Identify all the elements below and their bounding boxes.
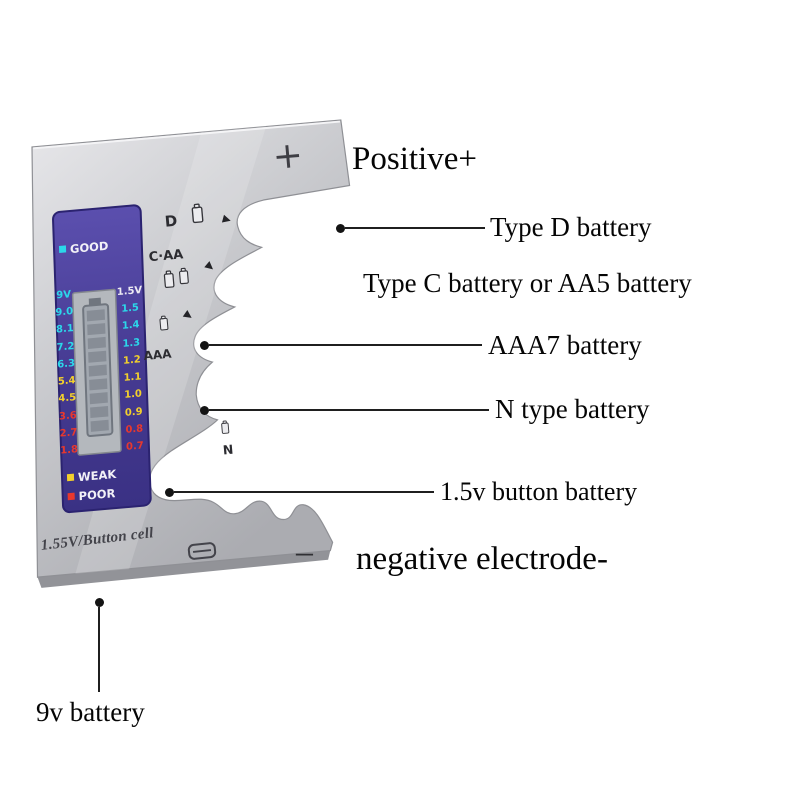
callout-n-type-dot xyxy=(200,406,209,415)
scale-value: 2.7 xyxy=(59,427,77,440)
callout-type-c-label: Type C battery or AA5 battery xyxy=(363,268,692,298)
weak-swatch xyxy=(66,473,75,482)
arrow-icon-c-aa xyxy=(204,261,214,270)
button-cell-icon xyxy=(187,541,217,561)
positive-mark: + xyxy=(271,135,305,178)
callout-aaa7-dot xyxy=(200,341,209,350)
callout-type-d-dot xyxy=(336,224,345,233)
scale-value: 1.8 xyxy=(60,444,78,457)
poor-label: POOR xyxy=(78,486,115,503)
button-cell-icon-line xyxy=(192,549,212,553)
lcd-battery-segments xyxy=(86,309,109,432)
scale-value: 3.6 xyxy=(59,410,77,423)
negative-mark: − xyxy=(294,535,315,576)
callout-aaa7-label: AAA7 battery xyxy=(488,330,642,360)
scale-value: 0.7 xyxy=(126,440,144,453)
scale-left-column: 9V 9.0 8.1 7.2 6.3 5.4 4.5 3.6 2.7 1.8 xyxy=(55,289,78,457)
poor-swatch xyxy=(67,492,75,501)
callout-button-label: 1.5v button battery xyxy=(440,477,638,506)
good-swatch xyxy=(58,245,67,254)
callout-positive-label: Positive+ xyxy=(352,141,477,177)
scale-value: 9.0 xyxy=(55,306,73,319)
callout-9v-label: 9v battery xyxy=(36,697,145,727)
scale-value: 1.5V xyxy=(117,285,143,298)
weak-label: WEAK xyxy=(78,467,118,484)
scale-value: 6.3 xyxy=(57,358,75,371)
callout-9v-line xyxy=(98,607,100,692)
callout-button-dot xyxy=(165,488,174,497)
slot-n-label: N xyxy=(222,442,234,458)
callout-negative-label: negative electrode- xyxy=(356,541,608,577)
device-top-highlight xyxy=(33,120,341,150)
callout-type-d-label: Type D battery xyxy=(490,212,652,242)
callout-n-type-label: N type battery xyxy=(495,394,650,424)
scale-value: 1.0 xyxy=(124,388,142,401)
arrow-icon-d xyxy=(221,214,231,223)
scale-value: 7.2 xyxy=(56,341,74,354)
scale-value: 0.8 xyxy=(125,423,143,436)
scale-value: 0.9 xyxy=(125,406,143,419)
callout-aaa7-line xyxy=(209,344,482,346)
scale-value: 5.4 xyxy=(58,375,76,388)
callout-9v-dot xyxy=(95,598,104,607)
scale-value: 9V xyxy=(56,289,71,301)
scale-value: 1.4 xyxy=(122,319,140,332)
callout-button-line xyxy=(174,491,434,493)
scale-value: 8.1 xyxy=(56,323,74,336)
device-bottom-side xyxy=(37,550,331,588)
callout-type-d-line xyxy=(345,227,485,229)
scale-value: 1.1 xyxy=(123,371,141,384)
callout-n-type-line xyxy=(209,409,489,411)
slot-aaa-label: AAA xyxy=(143,347,173,363)
scale-value: 1.5 xyxy=(121,302,139,315)
slot-d-label: D xyxy=(164,212,178,231)
good-label: GOOD xyxy=(70,239,109,256)
scale-value: 4.5 xyxy=(58,392,76,405)
battery-icon-n xyxy=(220,420,230,434)
slot-c-aa-label: C·AA xyxy=(148,247,184,265)
scale-value: 1.2 xyxy=(123,354,141,367)
arrow-icon-aaa xyxy=(182,310,192,318)
scale-value: 1.3 xyxy=(122,337,140,350)
scale-right-column: 1.5V 1.5 1.4 1.3 1.2 1.1 1.0 0.9 0.8 0.7 xyxy=(117,285,144,453)
